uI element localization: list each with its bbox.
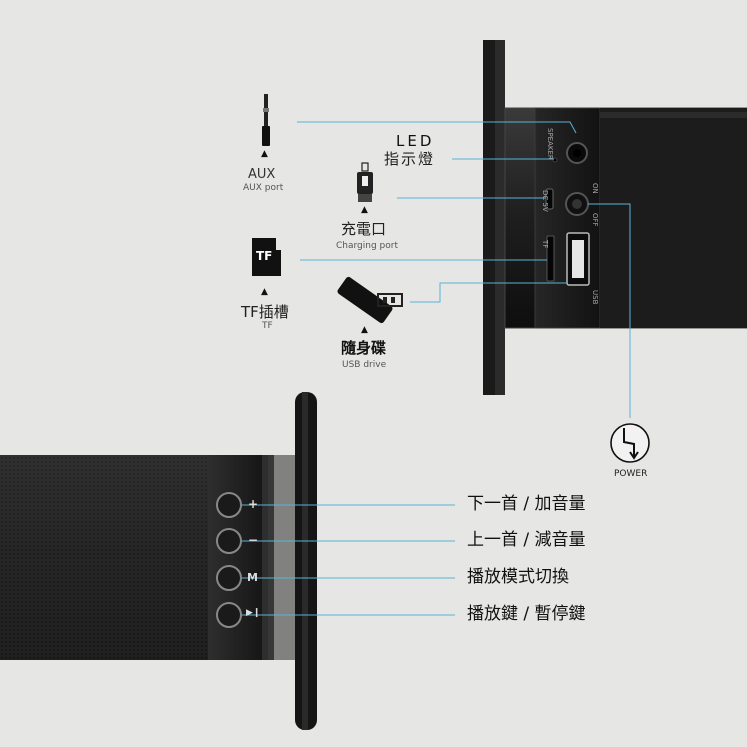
minus-symbol: − bbox=[248, 533, 259, 547]
speaker-front-body bbox=[0, 392, 317, 730]
play-pause-symbol: ▶❙ bbox=[246, 608, 261, 618]
button-mode[interactable] bbox=[216, 565, 242, 591]
plus-symbol: + bbox=[248, 497, 259, 511]
triangle-marker: ▲ bbox=[261, 149, 268, 159]
aux-sublabel: AUX port bbox=[243, 183, 284, 193]
svg-text:TF: TF bbox=[541, 239, 549, 248]
led-label-line1: LED bbox=[396, 132, 435, 150]
charging-label: 充電口 bbox=[341, 220, 387, 238]
button-label-next-volume-up: 下一首 / 加音量 bbox=[467, 494, 586, 514]
button-play-pause[interactable] bbox=[216, 602, 242, 628]
button-label-play-pause: 播放鍵 / 暫停鍵 bbox=[467, 604, 586, 624]
led-label-line2: 指示燈 bbox=[384, 150, 436, 168]
power-icon bbox=[610, 423, 650, 463]
svg-text:DC 5V: DC 5V bbox=[541, 190, 549, 212]
power-label: POWER bbox=[614, 469, 648, 479]
aux-plug-icon bbox=[262, 94, 270, 146]
usb-drive-sublabel: USB drive bbox=[342, 360, 387, 370]
charging-sublabel: Charging port bbox=[336, 241, 398, 251]
tf-card-icon bbox=[252, 238, 281, 276]
usb-cable-icon bbox=[357, 162, 373, 202]
speaker-back-panel: SPEAKER ON OFF DC 5V TF USB bbox=[483, 40, 747, 395]
triangle-marker: ▲ bbox=[361, 205, 368, 215]
svg-text:OFF: OFF bbox=[591, 213, 599, 227]
usb-drive-label: 隨身碟 bbox=[341, 339, 387, 357]
aux-label: AUX bbox=[248, 167, 276, 182]
button-label-mode: 播放模式切換 bbox=[467, 567, 569, 587]
button-label-prev-volume-down: 上一首 / 減音量 bbox=[467, 530, 586, 550]
triangle-marker: ▲ bbox=[261, 287, 268, 297]
button-prev-volume-down[interactable] bbox=[216, 528, 242, 554]
svg-text:ON: ON bbox=[591, 183, 599, 194]
svg-text:SPEAKER: SPEAKER bbox=[546, 128, 554, 160]
button-next-volume-up[interactable] bbox=[216, 492, 242, 518]
tf-card-text: TF bbox=[256, 249, 273, 263]
usb-drive-icon bbox=[337, 276, 403, 324]
mode-symbol: M bbox=[247, 571, 258, 584]
tf-sublabel: TF bbox=[262, 321, 273, 331]
tf-label: TF插槽 bbox=[241, 303, 289, 321]
svg-text:USB: USB bbox=[591, 290, 599, 305]
triangle-marker: ▲ bbox=[361, 325, 368, 335]
leader-lines bbox=[240, 121, 631, 616]
